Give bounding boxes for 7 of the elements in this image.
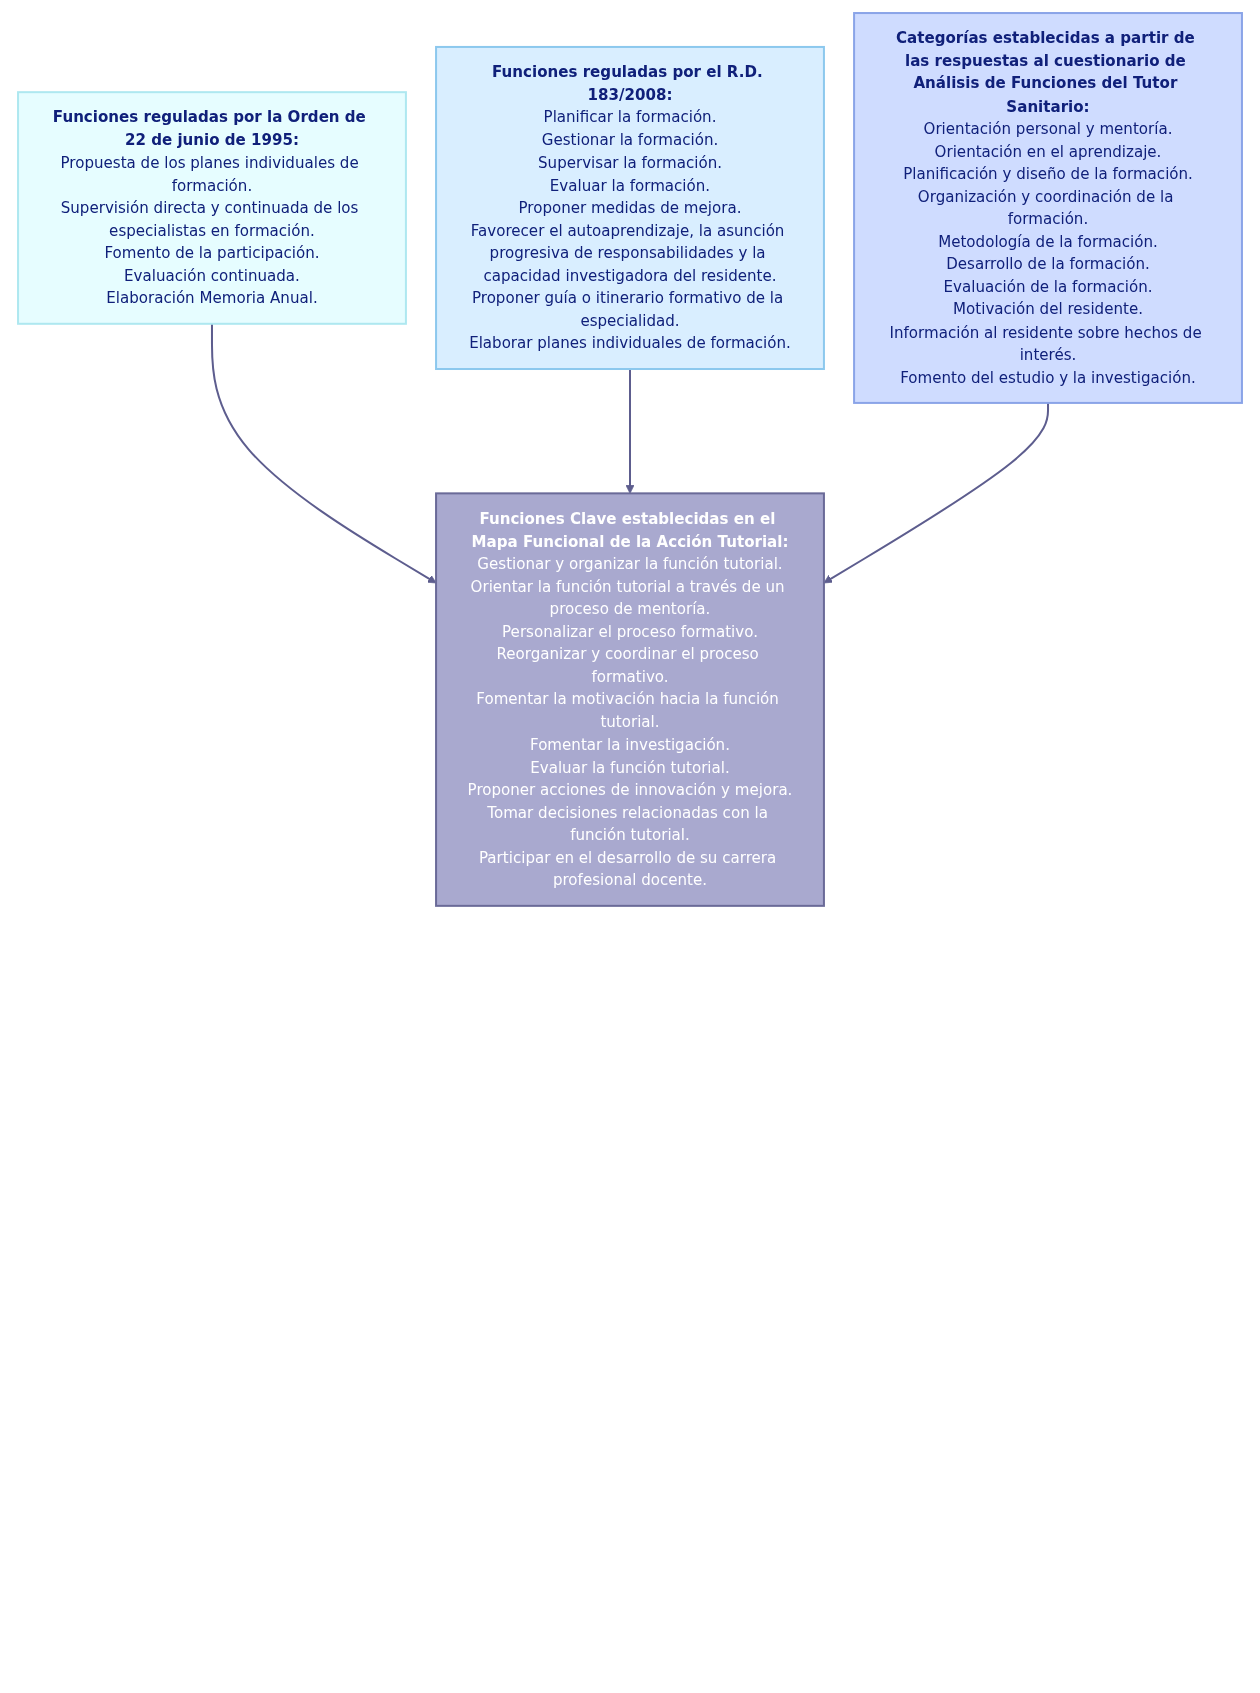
node-box: Categorías establecidas a partir de las respuestas al cuestionario de Análisis de Funciones del Tutor Sanitario: Orientación personal y mentoría. Orientación en el aprendizaje. Planificación y diseño de la formación. Organización y coordinación de la formación. Metodología de la formación. Desarrollo de la formación. Evaluación de la formación. Motivación del residente. Información al residente sobre hechos de interés. Fomento del estudio y la investigación.	[853, 12, 1243, 404]
node-box: Funciones reguladas por la Orden de 22 de junio de 1995: Propuesta de los planes individuales de formación. Supervisión directa y continuada de los especialistas en formación. Fomento de la participación. Evaluación continuada. Elaboración Memoria Anual.	[17, 91, 407, 325]
arrow	[625, 369, 635, 494]
arrow	[823, 402, 1050, 584]
node-box: Funciones Clave establecidas en el Mapa Funcional de la Acción Tutorial: Gestionar y organizar la función tutorial. Orientar la función tutorial a través de un proceso de mentoría. Personalizar el proceso formativo. Reorganizar y coordinar el proceso formativo. Fomentar la motivación hacia la función tutorial. Fomentar la investigación. Evaluar la función tutorial. Proponer acciones de innovación y mejora. Tomar decisiones relacionadas con la función tutorial. Participar en el desarrollo de su carrera profesional docente.	[435, 492, 825, 907]
arrow	[210, 323, 437, 584]
node-box: Funciones reguladas por el R.D. 183/2008: Planificar la formación. Gestionar la formación. Supervisar la formación. Evaluar la formación. Proponer medidas de mejora. Favorecer el autoaprendizaje, la asunción progresiva de responsabilidades y la capacidad investigadora del residente. Proponer guía o itinerario formativo de la especialidad. Elaborar planes individuales de formación.	[435, 45, 825, 370]
